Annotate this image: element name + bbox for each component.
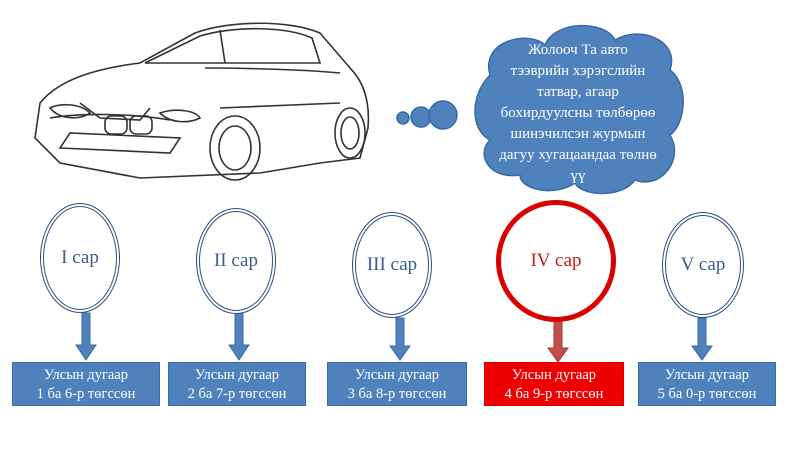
box-line: Улсын дугаар <box>43 367 129 383</box>
arrow-down-4 <box>547 319 569 363</box>
arrow-down-3 <box>389 317 411 361</box>
box-line: 3 ба 8-р төгссөн <box>347 386 447 402</box>
cloud-line: Жолооч Та авто <box>528 42 628 58</box>
thought-cloud <box>396 24 684 195</box>
box-line: 2 ба 7-р төгссөн <box>187 386 287 402</box>
box-line: 1 ба 6-р төгссөн <box>36 386 136 402</box>
cloud-line: татвар, агаар <box>537 84 619 100</box>
thought-bubble-large <box>428 100 458 130</box>
cloud-message: Жолооч Та авто тээврийн хэрэгслийн татва… <box>488 40 668 187</box>
box-line: Улсын дугаар <box>511 367 597 383</box>
arrow-down-5 <box>691 317 713 361</box>
box-line: 4 ба 9-р төгссөн <box>504 386 604 402</box>
thought-bubble-small <box>396 111 410 125</box>
month-circle-3: III сар <box>352 212 432 318</box>
month-circle-4-highlighted: IV сар <box>496 200 616 322</box>
car-illustration <box>34 22 370 181</box>
plate-box-1: Улсын дугаар 1 ба 6-р төгссөн <box>12 362 160 406</box>
month-label: II сар <box>213 250 258 271</box>
month-label: III сар <box>366 254 418 275</box>
month-circle-1: I сар <box>40 203 120 313</box>
month-circle-5: V сар <box>662 212 744 318</box>
plate-box-4-highlighted: Улсын дугаар 4 ба 9-р төгссөн <box>484 362 624 406</box>
box-line: Улсын дугаар <box>354 367 440 383</box>
cloud-line: шинэчилсэн журмын <box>510 126 646 142</box>
month-circle-2: II сар <box>196 208 276 314</box>
cloud-line: бохирдуулсны төлбөрөө <box>500 105 656 121</box>
plate-box-2: Улсын дугаар 2 ба 7-р төгссөн <box>168 362 306 406</box>
plate-box-3: Улсын дугаар 3 ба 8-р төгссөн <box>327 362 467 406</box>
cloud-line: үү <box>570 168 586 184</box>
month-label: IV сар <box>530 250 582 271</box>
month-label: I сар <box>61 247 99 268</box>
plate-box-5: Улсын дугаар 5 ба 0-р төгссөн <box>638 362 776 406</box>
arrow-down-2 <box>228 312 250 361</box>
month-label: V сар <box>680 254 726 275</box>
box-line: Улсын дугаар <box>194 367 280 383</box>
cloud-line: дагуу хугацаандаа төлнө <box>499 147 657 163</box>
box-line: Улсын дугаар <box>664 367 750 383</box>
box-line: 5 ба 0-р төгссөн <box>657 386 757 402</box>
cloud-line: тээврийн хэрэгслийн <box>510 63 646 79</box>
arrow-down-1 <box>75 312 97 361</box>
